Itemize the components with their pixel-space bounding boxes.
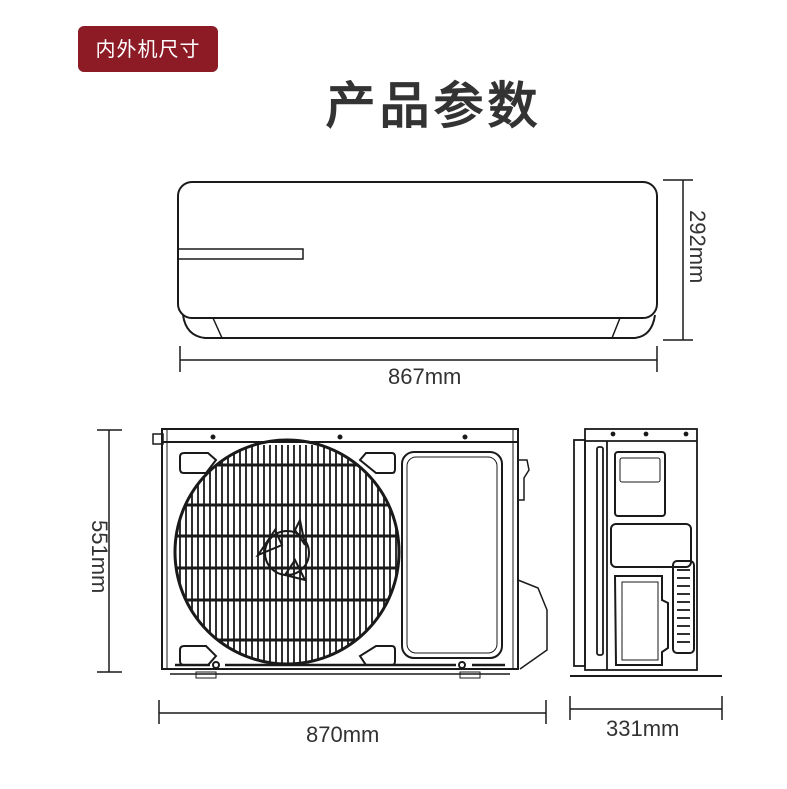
page-title: 产品参数 (325, 77, 542, 135)
indoor-height-label: 292mm (685, 210, 710, 284)
outdoor-unit-side-drawing (570, 428, 722, 677)
outdoor-width-label: 870mm (306, 722, 380, 747)
indoor-unit-drawing (177, 181, 658, 339)
outdoor-depth-label: 331mm (606, 716, 680, 741)
indoor-dimension-lines (179, 179, 693, 372)
indoor-width-label: 867mm (388, 364, 462, 389)
outdoor-side-dimension-lines (569, 696, 723, 720)
outdoor-front-dimension-lines (97, 429, 547, 724)
outdoor-height-label: 551mm (87, 520, 112, 594)
outdoor-unit-front-drawing (152, 428, 548, 679)
section-badge: 内外机尺寸 (78, 26, 218, 72)
